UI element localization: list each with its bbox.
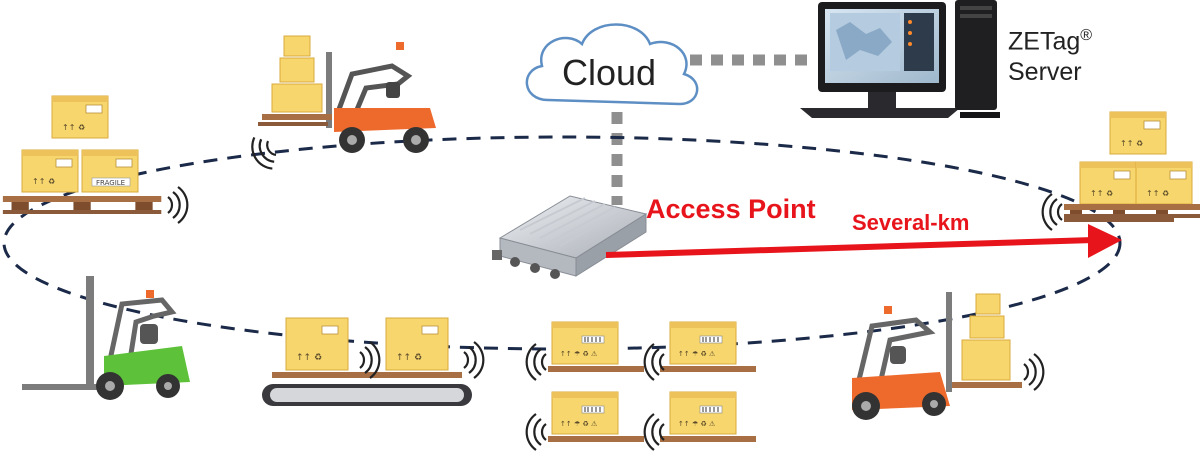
cloud-label: Cloud	[562, 52, 657, 93]
box-stack-right	[1041, 111, 1200, 232]
server-text: Server	[1008, 58, 1082, 87]
box-stack-topleft: FRAGILE	[2, 95, 189, 225]
registered-mark: ®	[1080, 27, 1093, 44]
cloud-icon	[525, 23, 699, 106]
forklift-icon-top	[245, 35, 436, 175]
server-computer-icon	[800, 0, 1000, 118]
forklift-icon-bottomright	[852, 292, 1045, 420]
conveyor-belt-icon: ↑↑ ♻ ↑↑ ♻	[262, 317, 485, 406]
access-point-device-icon	[492, 195, 648, 279]
server-label: ZETag® Server	[1008, 20, 1092, 88]
access-point-label: Access Point	[646, 194, 816, 224]
fragile-mark: FRAGILE	[96, 179, 125, 187]
svg-text:↑↑ ♻: ↑↑ ♻	[396, 353, 422, 363]
range-arrow	[605, 224, 1122, 258]
range-label: Several-km	[852, 210, 970, 235]
forklift-icon-left	[22, 276, 190, 400]
server-brand: ZETag	[1008, 27, 1081, 56]
svg-text:↑↑ ♻: ↑↑ ♻	[296, 353, 322, 363]
box-group-bottom	[525, 321, 756, 452]
